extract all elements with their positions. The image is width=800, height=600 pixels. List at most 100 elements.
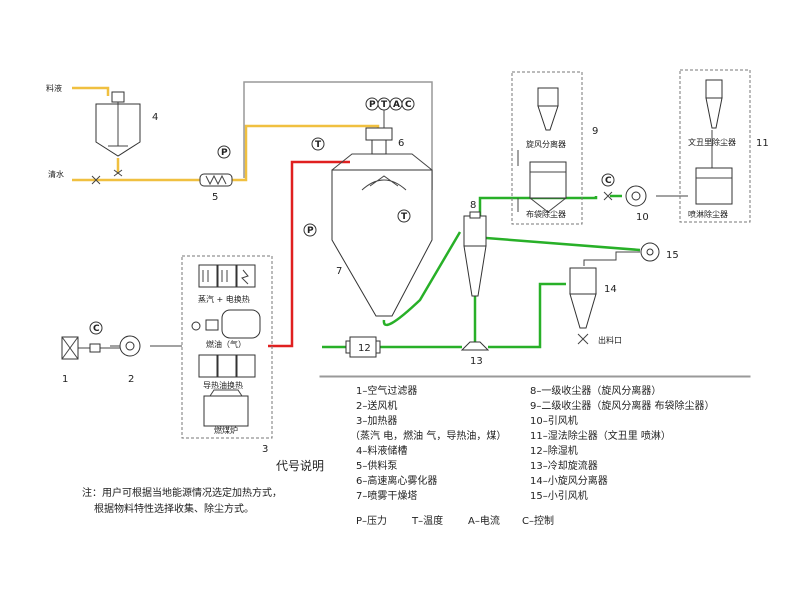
feed-pump: [199, 173, 233, 187]
fuel-burner: [191, 309, 261, 339]
control-instrument-filter: C: [89, 321, 103, 353]
number-7: 7: [336, 266, 342, 277]
cyclone-to-fan15-pipe: [485, 236, 641, 252]
legend-item-8: 8–一级收尘器（旋风分离器）: [530, 384, 661, 397]
steam-electric-heater: [198, 264, 256, 288]
label-coal: 燃煤炉: [214, 425, 238, 435]
legend-temperature: T–温度: [411, 514, 443, 527]
primary-cyclone: [463, 211, 487, 297]
water-valve: [91, 175, 101, 185]
legend-item-7: 7–喷雾干燥塔: [356, 489, 417, 502]
cooler-to-small-cyclone-pipe: [488, 282, 566, 349]
label-thermal-oil: 导热油换热: [203, 380, 243, 390]
label-steam-electric: 蒸汽 + 电换热: [198, 294, 250, 304]
number-10: 10: [636, 212, 649, 223]
number-11: 11: [756, 138, 769, 149]
small-cyclone-to-fan15-line: [583, 251, 640, 266]
legend-item-2: 2–送风机: [356, 399, 397, 412]
number-13: 13: [470, 356, 483, 367]
spray-dryer-tower: [331, 153, 433, 317]
svg-text:T: T: [401, 212, 408, 222]
legend-item-1: 1–空气过滤器: [356, 384, 417, 397]
legend-item-13: 13–冷却旋流器: [530, 459, 598, 472]
svg-text:T: T: [315, 140, 322, 150]
label-venturi: 文丑里除尘器: [688, 137, 736, 147]
legend-item-4: 4–料液储槽: [356, 444, 407, 457]
induced-draft-fan: [625, 185, 647, 207]
number-9: 9: [592, 126, 598, 137]
svg-text:P: P: [369, 100, 376, 110]
thermal-oil-exchanger: [198, 354, 256, 378]
tower-to-cyclone-pipe: [382, 231, 462, 326]
svg-text:A: A: [393, 100, 400, 110]
svg-text:P: P: [307, 226, 314, 236]
label-fuel: 燃油（气）: [206, 339, 246, 349]
pressure-gauge-feed: P: [217, 145, 231, 159]
svg-text:C: C: [405, 100, 412, 110]
label-bag-filter: 布袋除尘器: [526, 209, 566, 219]
svg-text:T: T: [381, 100, 388, 110]
hot-air-pipe: [268, 160, 350, 348]
cooling-cyclone: [460, 341, 490, 351]
label-outlet: 出料口: [598, 335, 622, 345]
number-14: 14: [604, 284, 617, 295]
label-spray-scrubber: 喷淋除尘器: [688, 209, 728, 219]
stage2-cyclone: [537, 87, 559, 131]
label-feed-liquid: 料液: [46, 83, 62, 93]
coal-furnace: [203, 389, 249, 427]
wet-scrubber-box: [679, 69, 751, 223]
number-15: 15: [666, 250, 679, 261]
small-induced-fan: [640, 242, 660, 262]
control-instrument-fan: C: [601, 173, 615, 201]
ptac-instruments: P T A C: [365, 97, 415, 128]
svg-text:C: C: [93, 324, 100, 334]
legend-item-15: 15–小引风机: [530, 489, 588, 502]
number-1: 1: [62, 374, 68, 385]
legend-item-6: 6–高速离心雾化器: [356, 474, 437, 487]
feed-tank: [95, 91, 141, 157]
number-6: 6: [398, 138, 404, 149]
legend-current: A–电流: [468, 514, 500, 527]
number-12: 12: [358, 343, 371, 354]
control-line: [243, 81, 433, 190]
note-line-1: 注：用户可根据当地能源情况选定加热方式，: [82, 486, 282, 499]
secondary-collector-box: [511, 71, 583, 225]
svg-text:C: C: [605, 176, 612, 186]
legend-item-12: 12–除湿机: [530, 444, 578, 457]
supply-blower: [110, 335, 141, 357]
svg-text:P: P: [221, 148, 228, 158]
temperature-gauge-tower: T: [397, 209, 411, 223]
legend-item-3: 3–加热器: [356, 414, 397, 427]
legend-item-3-detail: （蒸汽 电，燃油 气，导热油，煤）: [350, 429, 506, 442]
note-line-2: 根据物料特性选择收集、除尘方式。: [94, 502, 254, 515]
legend-box: [319, 375, 751, 378]
number-4: 4: [152, 112, 158, 123]
small-cyclone: [569, 267, 597, 345]
legend-item-5: 5–供料泵: [356, 459, 397, 472]
number-5: 5: [212, 192, 218, 203]
centrifugal-atomizer: [365, 127, 393, 155]
number-2: 2: [128, 374, 134, 385]
legend-item-11: 11–湿法除尘器（文丑里 喷淋）: [530, 429, 671, 442]
legend-item-14: 14–小旋风分离器: [530, 474, 608, 487]
pressure-gauge-tower: P: [303, 223, 317, 237]
legend-control: C–控制: [522, 514, 554, 527]
venturi-scrubber: [705, 79, 723, 129]
label-clean-water: 清水: [48, 169, 64, 179]
dehumidifier: [345, 336, 381, 358]
legend-item-9: 9–二级收尘器（旋风分离器 布袋除尘器）: [530, 399, 715, 412]
label-cyclone: 旋风分离器: [526, 139, 566, 149]
feed-valve: [113, 169, 123, 177]
temperature-gauge-inlet: T: [311, 137, 325, 151]
legend-pressure: P–压力: [356, 514, 387, 527]
feed-liquid-pipe: [72, 86, 120, 174]
air-filter: [61, 336, 79, 360]
number-8: 8: [470, 200, 476, 211]
spray-scrubber: [695, 167, 733, 205]
heater-box: [181, 255, 273, 439]
bag-filter: [529, 161, 567, 213]
legend-caption: 代号说明: [276, 458, 324, 473]
legend-item-10: 10–引风机: [530, 414, 578, 427]
number-3: 3: [262, 444, 268, 455]
